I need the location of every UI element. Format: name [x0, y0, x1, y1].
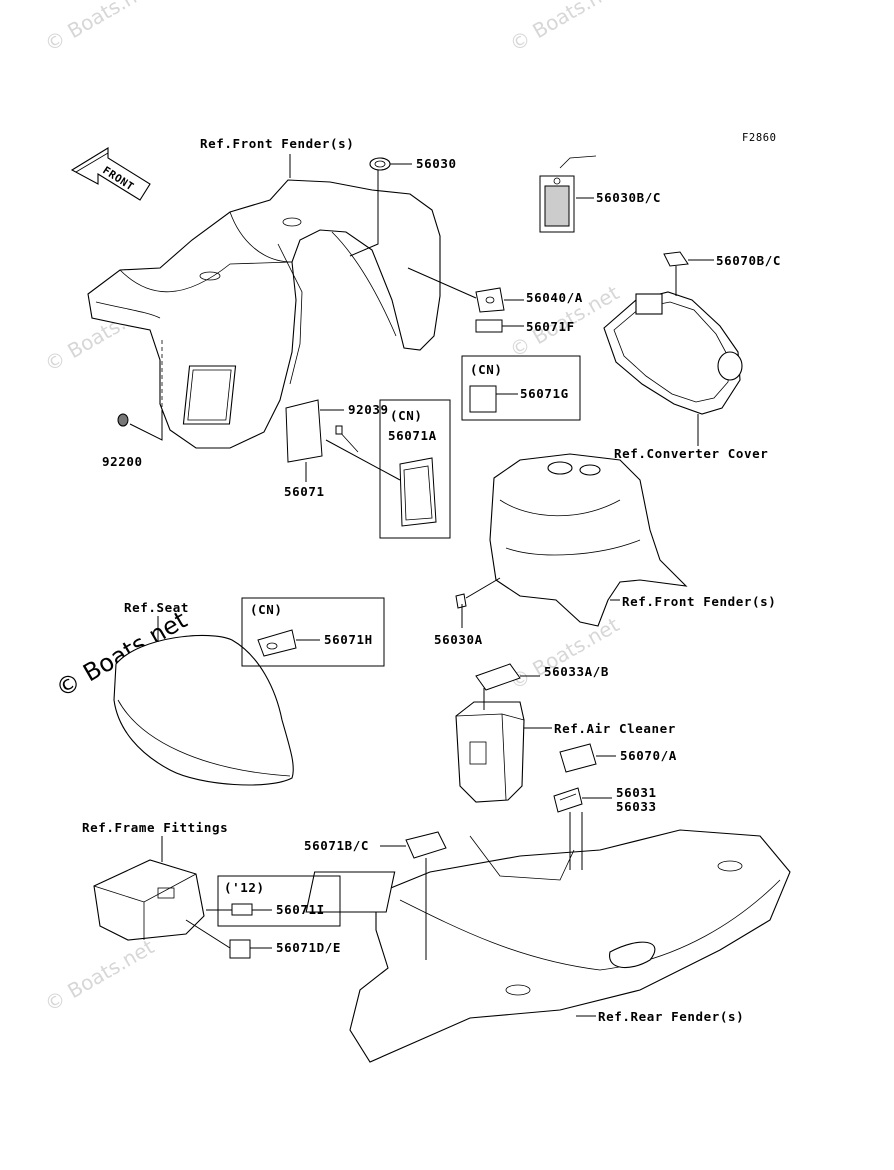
decal-56071g [469, 385, 497, 413]
label-ref-air-cleaner: Ref.Air Cleaner [554, 721, 676, 736]
washer-92200 [117, 413, 129, 427]
converter-cover-drawing [603, 291, 743, 415]
label-ref-front-fender-mid: Ref.Front Fender(s) [622, 594, 776, 609]
label-56071de: 56071D/E [276, 940, 341, 955]
decal-56071i [231, 903, 253, 916]
decal-56071de [229, 939, 251, 959]
group-box-56071i [217, 875, 341, 927]
label-cn-56071g: (CN) [470, 362, 503, 377]
decal-56071 [285, 399, 323, 463]
label-cn-56071h: (CN) [250, 602, 283, 617]
label-92039: 92039 [348, 402, 389, 417]
group-box-56071g [461, 355, 581, 421]
decal-56071bc [405, 831, 447, 859]
leader-lines [129, 154, 714, 1017]
figure-id: F2860 [742, 132, 777, 144]
front-fender-top-drawing [87, 179, 441, 449]
label-56040a: 56040/A [526, 290, 583, 305]
frame-fittings-drawing [93, 859, 205, 941]
label-56071i: 56071I [276, 902, 325, 917]
label-56071a: 56071A [388, 428, 437, 443]
bolt-92039 [335, 425, 359, 453]
label-ref-frame-fittings: Ref.Frame Fittings [82, 820, 228, 835]
watermark: © Boats.net [506, 0, 624, 56]
decal-56070bc [663, 251, 689, 267]
callout-labels: Ref.Front Fender(s) 56030 56030B/C 56070… [82, 136, 781, 1024]
label-yr12: ('12) [224, 880, 265, 895]
decal-56031 [553, 787, 583, 813]
watermark: © Boats.net [41, 0, 159, 56]
decal-56033ab [475, 663, 521, 691]
tag-56030bc-icon [539, 155, 597, 233]
group-box-56071h [241, 597, 385, 667]
label-56070bc: 56070B/C [716, 253, 781, 268]
label-56071: 56071 [284, 484, 325, 499]
label-56070a: 56070/A [620, 748, 677, 763]
label-56033: 56033 [616, 799, 657, 814]
front-arrow-icon: FRONT [70, 147, 151, 201]
decal-56030 [369, 157, 391, 171]
decal-56071f [475, 319, 503, 333]
label-56030: 56030 [416, 156, 457, 171]
label-56071g: 56071G [520, 386, 569, 401]
label-56030a: 56030A [434, 632, 483, 647]
seat-drawing [113, 635, 294, 786]
label-56033ab: 56033A/B [544, 664, 609, 679]
label-56031: 56031 [616, 785, 657, 800]
label-56030bc: 56030B/C [596, 190, 661, 205]
decal-56070a [559, 743, 597, 773]
air-cleaner-drawing [455, 701, 525, 803]
label-ref-seat: Ref.Seat [124, 600, 189, 615]
decal-56030a [455, 593, 467, 609]
label-56071f: 56071F [526, 319, 575, 334]
label-56071bc: 56071B/C [304, 838, 369, 853]
label-cn-56071a: (CN) [390, 408, 423, 423]
label-ref-converter-cover: Ref.Converter Cover [614, 446, 768, 461]
front-fender-mid-drawing [489, 453, 688, 627]
label-92200: 92200 [102, 454, 143, 469]
decal-56071a [399, 457, 437, 527]
watermark: © Boats.net [41, 934, 159, 1016]
label-ref-rear-fender: Ref.Rear Fender(s) [598, 1009, 744, 1024]
watermark: © Boats.net [506, 612, 624, 694]
rear-fender-drawing [305, 829, 791, 1063]
label-56071h: 56071H [324, 632, 373, 647]
decal-56040a [475, 287, 505, 313]
decal-56071h [257, 629, 297, 657]
label-ref-front-fender-top: Ref.Front Fender(s) [200, 136, 354, 151]
